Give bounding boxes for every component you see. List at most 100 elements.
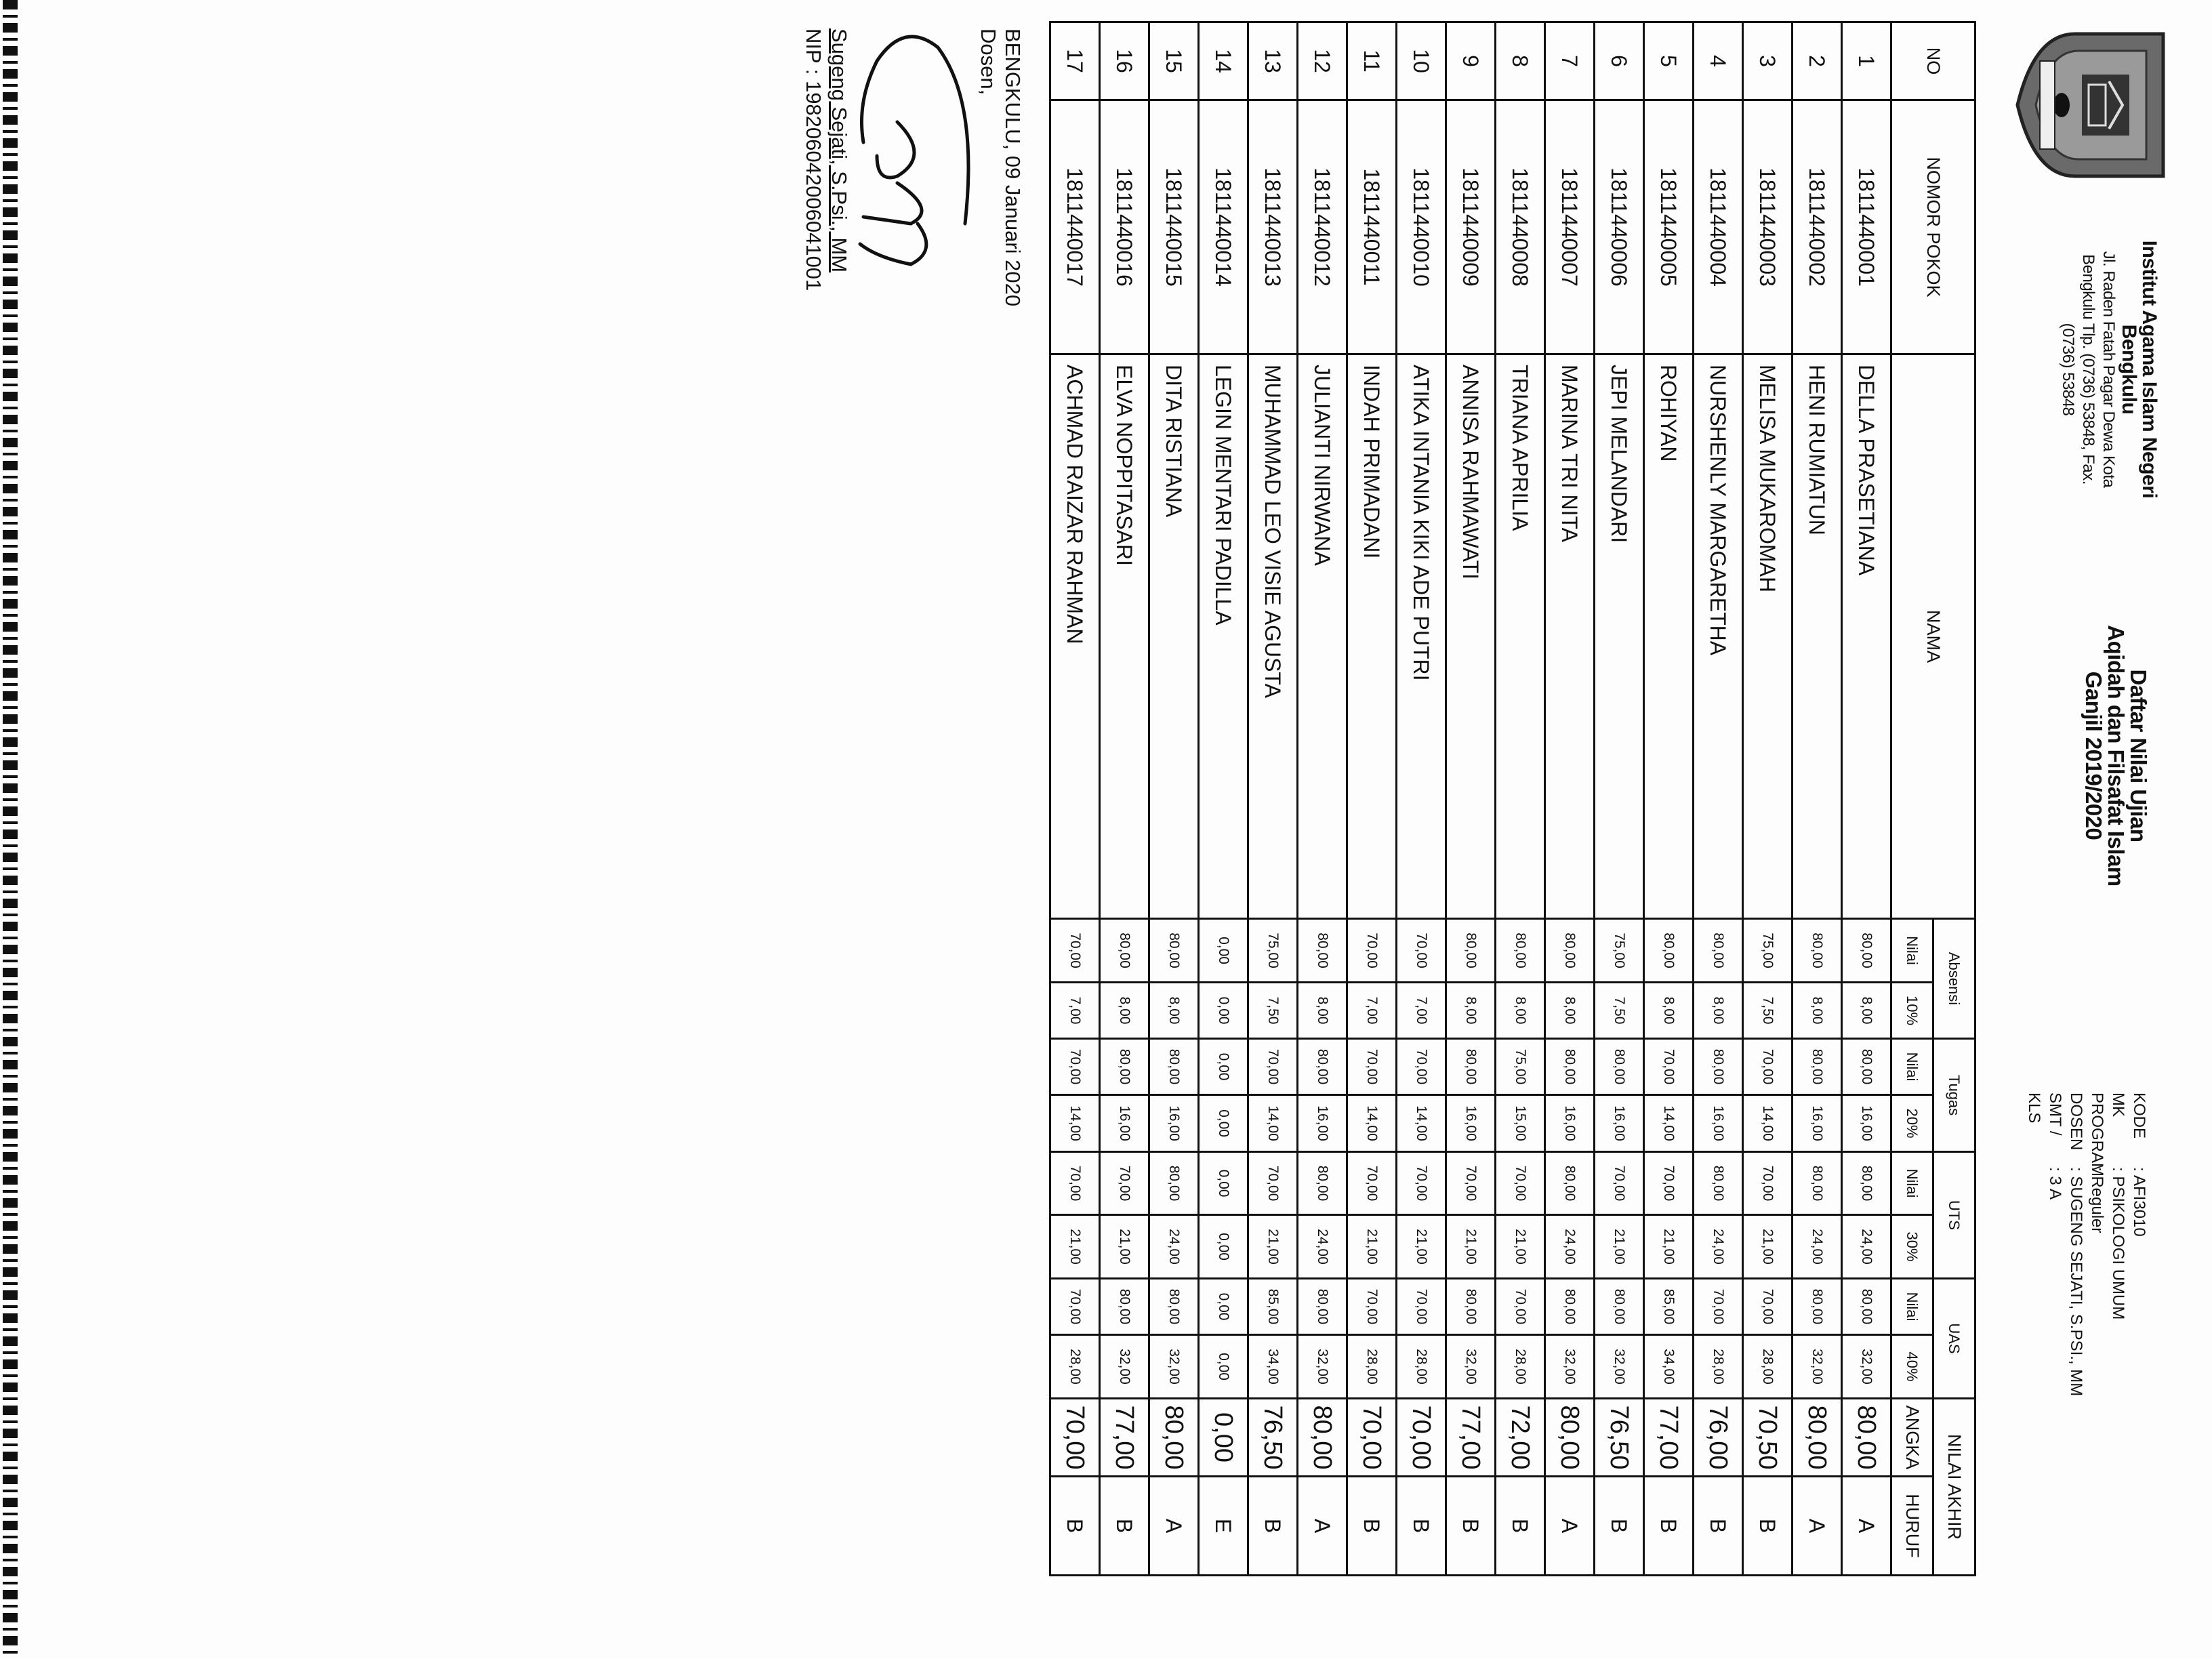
cell-uts-p: 21,00	[1446, 1214, 1496, 1279]
cell-angka: 70,00	[1396, 1398, 1446, 1477]
address-line: (0736) 53848	[2059, 323, 2077, 416]
cell-tgs: 70,00	[1643, 1038, 1694, 1095]
cell-uas: 80,00	[1099, 1278, 1149, 1335]
cell-tgs-p: 0,00	[1198, 1094, 1248, 1152]
cell-abs: 80,00	[1643, 918, 1694, 983]
cell-uts-p: 24,00	[1792, 1214, 1842, 1279]
cell-uts-p: 21,00	[1050, 1214, 1100, 1279]
header-uts: UTS	[1933, 1151, 1975, 1279]
cell-uas-p: 28,00	[1495, 1334, 1545, 1399]
cell-huruf: B	[1643, 1476, 1694, 1576]
cell-abs: 80,00	[1149, 918, 1199, 983]
document-title: Daftar Nilai Ujian Aqidah dan Filsafat I…	[2081, 596, 2151, 915]
cell-nim: 1811440003	[1742, 100, 1793, 354]
cell-nim: 1811440012	[1297, 100, 1347, 354]
cell-uas-p: 34,00	[1643, 1334, 1694, 1399]
info-value: : SUGENG SEJATI, S.PSI., MM	[2067, 1167, 2085, 1397]
cell-tgs: 80,00	[1149, 1038, 1199, 1095]
cell-no: 3	[1742, 22, 1793, 100]
cell-uas-p: 28,00	[1396, 1334, 1446, 1399]
cell-no: 17	[1050, 22, 1100, 100]
cell-angka: 77,00	[1446, 1398, 1496, 1477]
cell-tgs: 80,00	[1446, 1038, 1496, 1095]
header-nama: NAMA	[1891, 354, 1975, 919]
cell-huruf: B	[1742, 1476, 1793, 1576]
cell-tgs-p: 14,00	[1248, 1094, 1298, 1152]
cell-huruf: B	[1248, 1476, 1298, 1576]
cell-abs-p: 8,00	[1693, 982, 1743, 1039]
grades-table: NO NOMOR POKOK NAMA Absensi Tugas UTS UA…	[1049, 21, 1976, 1576]
cell-tgs-p: 16,00	[1099, 1094, 1149, 1152]
header-nilai: Nilai	[1891, 1038, 1933, 1095]
cell-abs: 80,00	[1792, 918, 1842, 983]
cell-uts-p: 21,00	[1594, 1214, 1644, 1279]
cell-huruf: A	[1149, 1476, 1199, 1576]
cell-no: 15	[1149, 22, 1199, 100]
cell-uts: 70,00	[1446, 1151, 1496, 1215]
cell-uts-p: 24,00	[1544, 1214, 1595, 1279]
cell-uts: 80,00	[1792, 1151, 1842, 1215]
cell-uas-p: 32,00	[1841, 1334, 1891, 1399]
cell-tgs: 0,00	[1198, 1038, 1248, 1095]
cell-nim: 1811440014	[1198, 100, 1248, 354]
cell-abs-p: 7,00	[1396, 982, 1446, 1039]
cell-uts-p: 24,00	[1841, 1214, 1891, 1279]
cell-nim: 1811440016	[1099, 100, 1149, 354]
cell-no: 8	[1495, 22, 1545, 100]
cell-nama: ANNISA RAHMAWATI	[1446, 354, 1496, 919]
cell-nama: LEGIN MENTARI PADILLA	[1198, 354, 1248, 919]
cell-abs: 80,00	[1544, 918, 1595, 983]
info-key: PROGRAM	[2088, 1092, 2106, 1177]
cell-abs-p: 8,00	[1297, 982, 1347, 1039]
cell-abs-p: 7,50	[1742, 982, 1793, 1039]
signer-role: Dosen,	[977, 28, 1000, 96]
cell-nim: 1811440013	[1248, 100, 1298, 354]
cell-tgs: 80,00	[1544, 1038, 1595, 1095]
cell-abs-p: 8,00	[1099, 982, 1149, 1039]
cell-tgs-p: 16,00	[1149, 1094, 1199, 1152]
cell-abs: 80,00	[1693, 918, 1743, 983]
cell-abs-p: 7,50	[1248, 982, 1298, 1039]
cell-huruf: A	[1544, 1476, 1595, 1576]
cell-angka: 80,00	[1149, 1398, 1199, 1477]
cell-no: 16	[1099, 22, 1149, 100]
cell-uts-p: 24,00	[1149, 1214, 1199, 1279]
cell-tgs: 70,00	[1347, 1038, 1397, 1095]
cell-no: 10	[1396, 22, 1446, 100]
cell-nama: DELLA PRASETIANA	[1841, 354, 1891, 919]
cell-abs-p: 0,00	[1198, 982, 1248, 1039]
cell-angka: 80,00	[1841, 1398, 1891, 1477]
cell-uas: 85,00	[1248, 1278, 1298, 1335]
cell-angka: 76,50	[1248, 1398, 1298, 1477]
cell-uas: 70,00	[1347, 1278, 1397, 1335]
cell-tgs: 70,00	[1248, 1038, 1298, 1095]
cell-angka: 76,00	[1693, 1398, 1743, 1477]
cell-huruf: B	[1446, 1476, 1496, 1576]
cell-nama: ELVA NOPPITASARI	[1099, 354, 1149, 919]
info-key: SMT / KLS	[2025, 1092, 2064, 1136]
cell-tgs-p: 16,00	[1544, 1094, 1595, 1152]
title-line: Aqidah dan Filsafat Islam	[2104, 625, 2129, 886]
cell-no: 6	[1594, 22, 1644, 100]
cell-no: 9	[1446, 22, 1496, 100]
cell-no: 7	[1544, 22, 1595, 100]
cell-tgs-p: 15,00	[1495, 1094, 1545, 1152]
header-nilai-akhir: NILAI AKHIR	[1933, 1398, 1975, 1576]
cell-uas-p: 28,00	[1693, 1334, 1743, 1399]
cell-abs-p: 8,00	[1149, 982, 1199, 1039]
cell-uas: 70,00	[1050, 1278, 1100, 1335]
cell-angka: 70,50	[1742, 1398, 1793, 1477]
cell-tgs: 80,00	[1594, 1038, 1644, 1095]
cell-abs-p: 8,00	[1792, 982, 1842, 1039]
cell-uts: 80,00	[1297, 1151, 1347, 1215]
cell-abs: 80,00	[1099, 918, 1149, 983]
cell-angka: 0,00	[1198, 1398, 1248, 1477]
cell-uts: 70,00	[1594, 1151, 1644, 1215]
info-value: : PSIKOLOGI UMUM	[2109, 1167, 2127, 1320]
cell-angka: 77,00	[1099, 1398, 1149, 1477]
cell-huruf: B	[1693, 1476, 1743, 1576]
cell-huruf: B	[1050, 1476, 1100, 1576]
cell-nim: 1811440005	[1643, 100, 1694, 354]
